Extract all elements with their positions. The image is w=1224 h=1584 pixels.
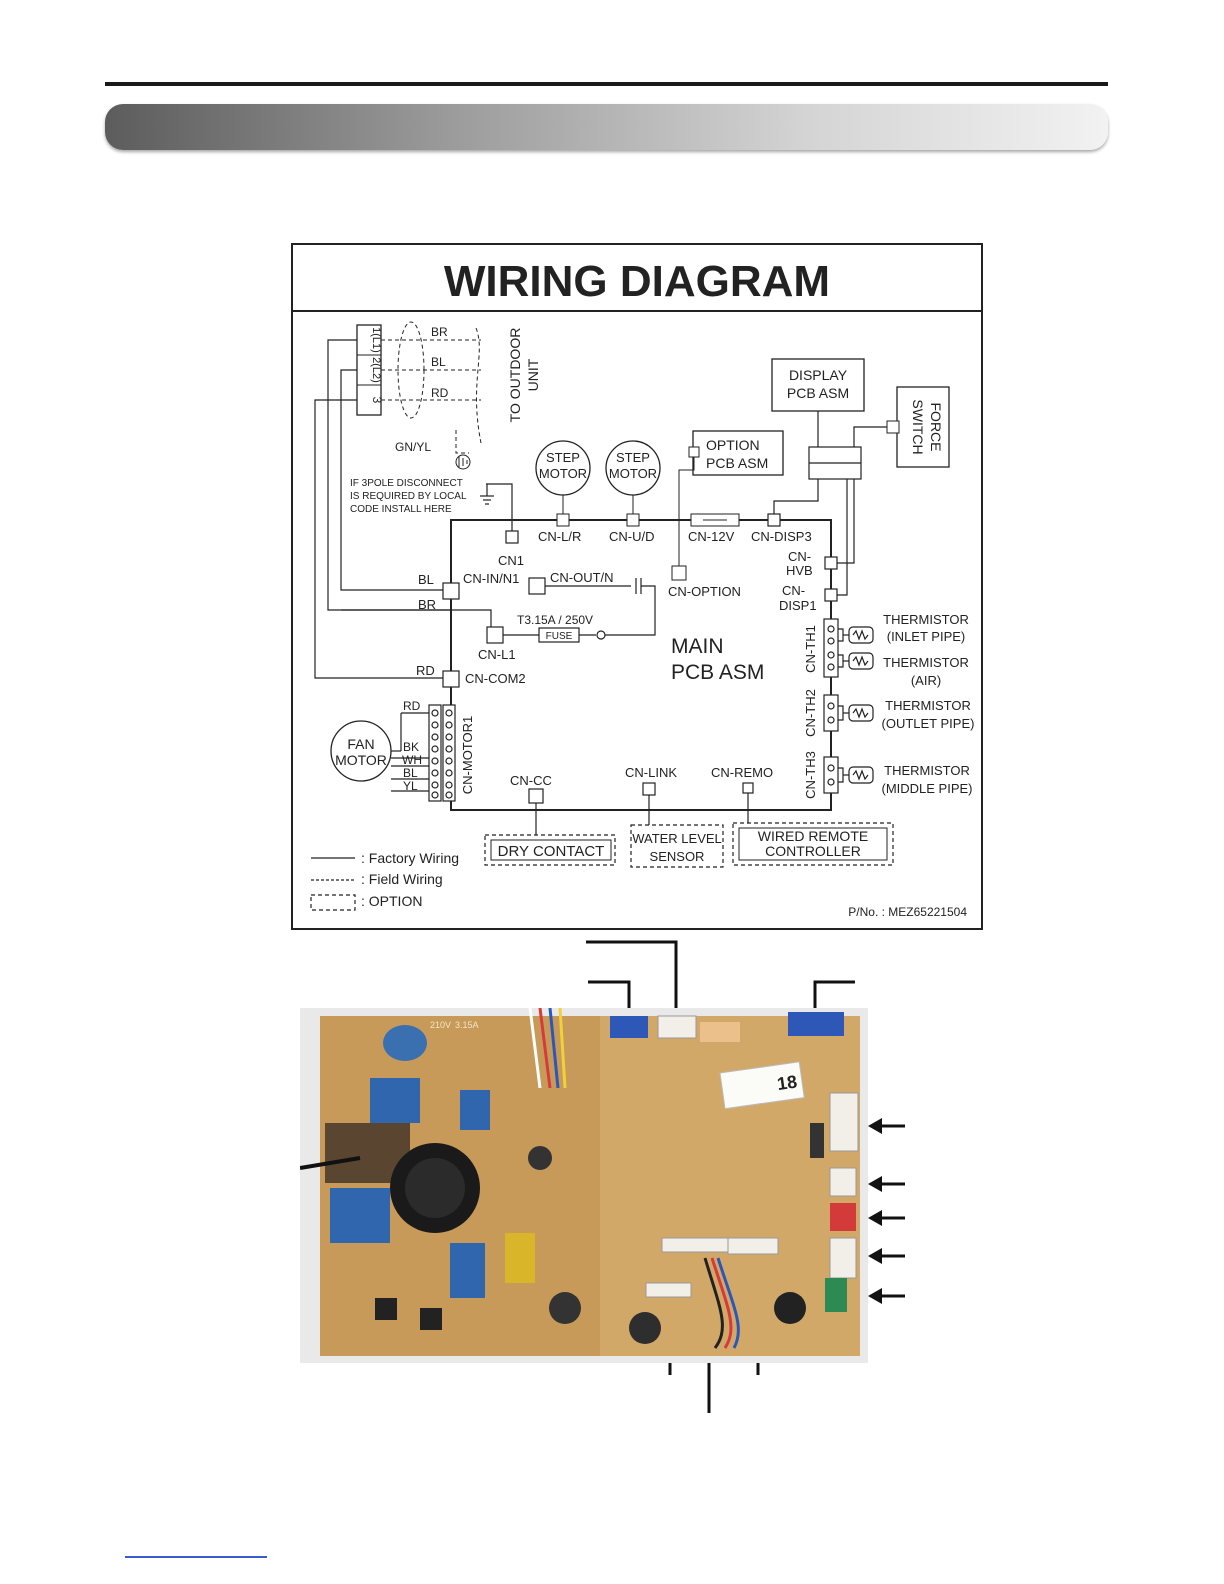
fuse-label: FUSE [546,631,573,642]
main-pcb-photo: 18 210V 3.15A [299,1007,868,1363]
svg-text:PCB ASM: PCB ASM [787,385,849,401]
terminal-block: 1(L1) 2(L2) 3 [356,324,384,416]
thermistor-middle-1: THERMISTOR [884,763,970,778]
wire-gnyl-label: GN/YL [395,440,431,454]
cn-disp1-label-1: CN- [782,583,805,598]
svg-text:MOTOR: MOTOR [335,752,387,768]
cn-option-label: CN-OPTION [668,584,741,599]
fan-wire-wh: WH [402,753,422,767]
cn-out-label: CN-OUT/N [550,570,614,585]
top-rule [105,82,1108,86]
terminal-2: 2(L2) [370,357,382,383]
wiring-diagram: WIRING DIAGRAM 1(L1) 2(L2) 3 BR BL RD GN… [291,243,983,930]
cn1-label: CN1 [498,553,524,568]
water-level-2: SENSOR [650,849,705,864]
main-pcb-label-1: MAIN [671,635,724,658]
terminal-3: 3 [370,397,384,404]
cn-ud-label: CN-U/D [609,529,655,544]
main-pcb-label-2: PCB ASM [671,661,764,684]
thermistor-middle-2: (MIDDLE PIPE) [881,781,972,796]
thermistor-air-1: THERMISTOR [883,655,969,670]
svg-text:STEP: STEP [616,450,650,465]
fan-wire-bl: BL [403,766,418,780]
svg-text:SWITCH: SWITCH [910,399,926,454]
cn-remo-label: CN-REMO [711,765,773,780]
svg-text:DISPLAY: DISPLAY [789,367,848,383]
svg-text:STEP: STEP [546,450,580,465]
cn-th2-label: CN-TH2 [803,689,818,737]
wired-remote-2: CONTROLLER [765,843,861,859]
force-switch: FORCE SWITCH [886,386,950,468]
cn-com2-rd-label: RD [416,663,435,678]
thermistor-outlet-2: (OUTLET PIPE) [882,716,975,731]
section-banner [105,104,1108,150]
fan-wire-yl: YL [403,779,418,793]
svg-text:MOTOR: MOTOR [609,466,657,481]
cn-disp3-label: CN-DISP3 [751,529,812,544]
dry-contact-label: DRY CONTACT [498,843,605,860]
cn-com2-label: CN-COM2 [465,671,526,686]
ground-icon [455,454,471,470]
fan-wire-bk: BK [403,740,419,754]
part-number: P/No. : MEZ65221504 [848,905,967,919]
terminal-1: 1(L1) [370,327,382,353]
footer-link-rule [125,1556,267,1558]
svg-text:OPTION: OPTION [706,437,760,453]
cn-link-label: CN-LINK [625,765,677,780]
cn-disp1-label-2: DISP1 [779,598,817,613]
legend-field: : Field Wiring [361,871,443,887]
wire-bl-label: BL [431,355,446,369]
fan-wire-rd: RD [403,699,421,713]
cn-lr-label: CN-L/R [538,529,581,544]
legend-option: : OPTION [361,893,422,909]
board-print-fuse: 3.15A [455,1020,479,1030]
cn-l1-label: CN-L1 [478,647,516,662]
disconnect-note-3: CODE INSTALL HERE [350,504,452,515]
wire-rd-label: RD [431,386,449,400]
wire-br-label: BR [431,325,448,339]
thermistor-outlet-1: THERMISTOR [885,698,971,713]
water-level-1: WATER LEVEL [632,831,722,846]
cn-motor1-label: CN-MOTOR1 [460,716,475,794]
cn-cc-label: CN-CC [510,773,552,788]
svg-text:MOTOR: MOTOR [539,466,587,481]
display-pcb: DISPLAY PCB ASM [771,358,865,412]
svg-text:FAN: FAN [347,736,374,752]
cn-in-label: CN-IN/N1 [463,571,519,586]
cn-in-bl-label: BL [418,572,434,587]
cn-in-br-label: BR [418,597,436,612]
cn-12v-label: CN-12V [688,529,735,544]
cn-th3-label: CN-TH3 [803,751,818,799]
board-sticker-number: 18 [776,1071,799,1094]
disconnect-note-1: IF 3POLE DISCONNECT [350,478,463,489]
cn-th1-label: CN-TH1 [803,625,818,673]
thermistor-inlet-1: THERMISTOR [883,612,969,627]
svg-text:FORCE: FORCE [928,403,944,452]
fuse-rating: T3.15A / 250V [517,613,593,627]
to-outdoor-line1: TO OUTDOOR [507,328,523,423]
thermistor-air-2: (AIR) [911,673,941,688]
legend-factory: : Factory Wiring [361,850,459,866]
board-print-voltage: 210V [430,1020,451,1030]
svg-text:PCB ASM: PCB ASM [706,455,768,471]
cn-hvb-label-2: HVB [786,563,813,578]
step-motor-2: STEP MOTOR [605,440,661,527]
wired-remote-1: WIRED REMOTE [758,828,868,844]
option-pcb: OPTION PCB ASM [678,430,784,566]
thermistor-inlet-2: (INLET PIPE) [887,629,966,644]
step-motor-1: STEP MOTOR [535,440,591,527]
cn-hvb-label-1: CN- [788,549,811,564]
disconnect-note-2: IS REQUIRED BY LOCAL [350,491,467,502]
to-outdoor-line2: UNIT [525,358,541,391]
diagram-title: WIRING DIAGRAM [444,257,830,306]
